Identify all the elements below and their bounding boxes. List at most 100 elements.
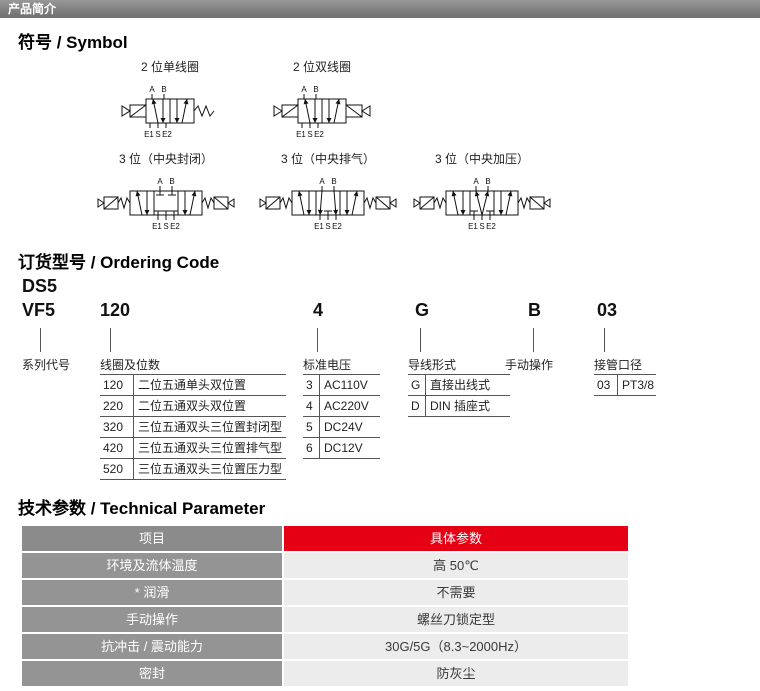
svg-text:E1: E1	[152, 222, 162, 231]
tech-cell-label: 环境及流体温度	[22, 553, 282, 578]
ordering-option-row: 520 三位五通双头三位置压力型	[100, 459, 286, 480]
model-code-vf5: VF5	[22, 300, 56, 320]
tech-cell-label: * 润滑	[22, 580, 282, 605]
ordering-option-row: 3 AC110V	[303, 375, 380, 396]
option-code: G	[408, 375, 426, 395]
ordering-code-manual: B	[528, 300, 541, 320]
port-size-options-table: 03 PT3/8	[594, 374, 656, 396]
tech-cell-label: 密封	[22, 661, 282, 686]
ordering-option-row: 6 DC12V	[303, 438, 380, 459]
tech-row: * 润滑不需要	[22, 580, 628, 605]
option-code: 03	[594, 375, 618, 395]
svg-text:S: S	[479, 222, 484, 231]
option-code: 520	[100, 459, 134, 479]
connector-line	[40, 328, 41, 352]
svg-text:A: A	[319, 177, 325, 186]
tech-row: 手动操作螺丝刀锁定型	[22, 607, 628, 632]
option-description: 二位五通双头双位置	[138, 399, 247, 413]
tech-cell-value: 高 50℃	[284, 553, 628, 578]
option-code: 120	[100, 375, 134, 395]
option-description: AC110V	[324, 378, 368, 392]
ordering-option-row: 420 三位五通双头三位置排气型	[100, 438, 286, 459]
option-code: 3	[303, 375, 320, 395]
lead-wire-label: 导线形式	[408, 358, 457, 372]
svg-text:B: B	[313, 85, 318, 94]
coil-options-table: 120 二位五通单头双位置 220 二位五通双头双位置 320 三位五通双头三位置封闭型 4…	[100, 374, 286, 480]
svg-text:S: S	[307, 130, 312, 139]
svg-text:E1: E1	[468, 222, 478, 231]
ordering-option-row: 120 二位五通单头双位置	[100, 375, 286, 396]
svg-text:B: B	[161, 85, 166, 94]
ordering-section-heading: 订货型号 / Ordering Code	[18, 253, 220, 272]
option-description: PT3/8	[622, 378, 655, 392]
ordering-option-row: 03 PT3/8	[594, 375, 656, 396]
tech-row: 环境及流体温度高 50℃	[22, 553, 628, 578]
diagram-title: 2 位单线圈	[140, 60, 199, 74]
option-description: 三位五通双头三位置排气型	[138, 441, 283, 455]
port-size-label: 接管口径	[594, 358, 643, 372]
top-bar-title: 产品简介	[8, 2, 57, 16]
option-description: DC12V	[324, 441, 363, 455]
svg-text:B: B	[169, 177, 174, 186]
manual-operation-label: 手动操作	[505, 358, 554, 372]
top-bar: 产品简介	[0, 0, 760, 18]
option-description: AC220V	[324, 399, 369, 413]
option-code: 220	[100, 396, 134, 416]
model-code-ds5: DS5	[22, 276, 58, 296]
option-code: 420	[100, 438, 134, 458]
ordering-code-port: 03	[597, 300, 618, 320]
symbol-section-heading: 符号 / Symbol	[18, 33, 128, 52]
coil-label: 线圈及位数	[100, 358, 161, 372]
svg-text:S: S	[163, 222, 168, 231]
tech-header-row: 项目具体参数	[22, 526, 628, 551]
voltage-label: 标准电压	[303, 358, 352, 372]
connector-line	[533, 328, 534, 352]
technical-section-heading: 技术参数 / Technical Parameter	[18, 499, 266, 518]
svg-text:A: A	[473, 177, 479, 186]
option-code: 5	[303, 417, 320, 437]
ordering-option-row: 220 二位五通双头双位置	[100, 396, 286, 417]
series-code-label: 系列代号	[22, 358, 71, 372]
ordering-code-coil: 120	[100, 300, 131, 320]
option-code: 6	[303, 438, 320, 458]
svg-text:B: B	[485, 177, 490, 186]
option-description: 三位五通双头三位置压力型	[138, 462, 283, 476]
connector-line	[604, 328, 605, 352]
option-description: 二位五通单头双位置	[138, 378, 247, 392]
connector-line	[317, 328, 318, 352]
option-code: 320	[100, 417, 134, 437]
ordering-code-lead: G	[415, 300, 430, 320]
ordering-option-row: G 直接出线式	[408, 375, 510, 396]
svg-text:E2: E2	[170, 222, 180, 231]
diagram-title: 2 位双线圈	[292, 60, 351, 74]
ordering-code-voltage: 4	[313, 300, 324, 320]
tech-cell-label: 抗冲击 / 震动能力	[22, 634, 282, 659]
option-description: 三位五通双头三位置封闭型	[138, 420, 283, 434]
svg-text:E2: E2	[162, 130, 172, 139]
connector-line	[420, 328, 421, 352]
svg-text:A: A	[157, 177, 163, 186]
svg-text:E2: E2	[332, 222, 342, 231]
svg-text:A: A	[301, 85, 307, 94]
tech-cell-label: 手动操作	[22, 607, 282, 632]
svg-text:S: S	[325, 222, 330, 231]
diagram-title: 3 位（中央加压）	[434, 152, 529, 166]
svg-text:E1: E1	[144, 130, 154, 139]
svg-text:A: A	[149, 85, 155, 94]
svg-text:E2: E2	[314, 130, 324, 139]
option-description: 直接出线式	[430, 378, 491, 392]
option-description: DIN 插座式	[430, 399, 491, 413]
svg-text:E1: E1	[296, 130, 306, 139]
tech-cell-value: 螺丝刀锁定型	[284, 607, 628, 632]
